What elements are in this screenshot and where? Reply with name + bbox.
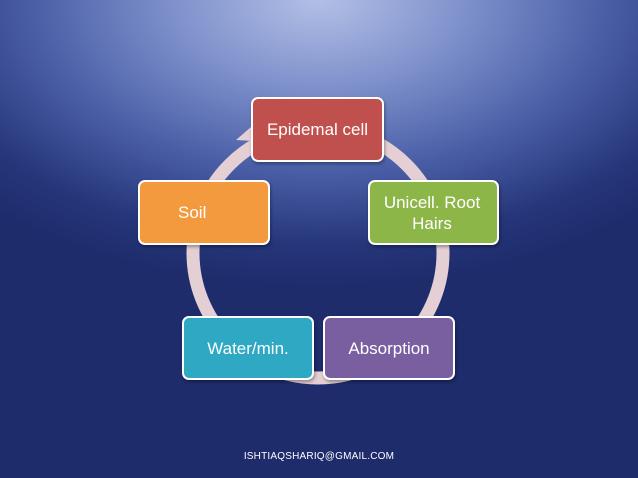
- node-label: Epidemal cell: [266, 120, 369, 139]
- node-label: Soil: [178, 203, 207, 222]
- node-soil: Soil: [138, 180, 270, 245]
- footer-email: ISHTIAQSHARIQ@GMAIL.COM: [243, 451, 395, 462]
- node-label: Absorption: [348, 338, 430, 358]
- node-absorption: Absorption: [323, 316, 455, 380]
- cycle-arrowhead-icon: [236, 127, 254, 141]
- node-epidermal-cell: Epidemal cell: [251, 97, 384, 162]
- node-label: Unicell. Root Hairs: [383, 192, 481, 233]
- node-unicell-root-hairs: Unicell. Root Hairs: [368, 180, 499, 245]
- node-water-minerals: Water/min.: [182, 316, 314, 380]
- node-label: Water/min.: [207, 338, 289, 358]
